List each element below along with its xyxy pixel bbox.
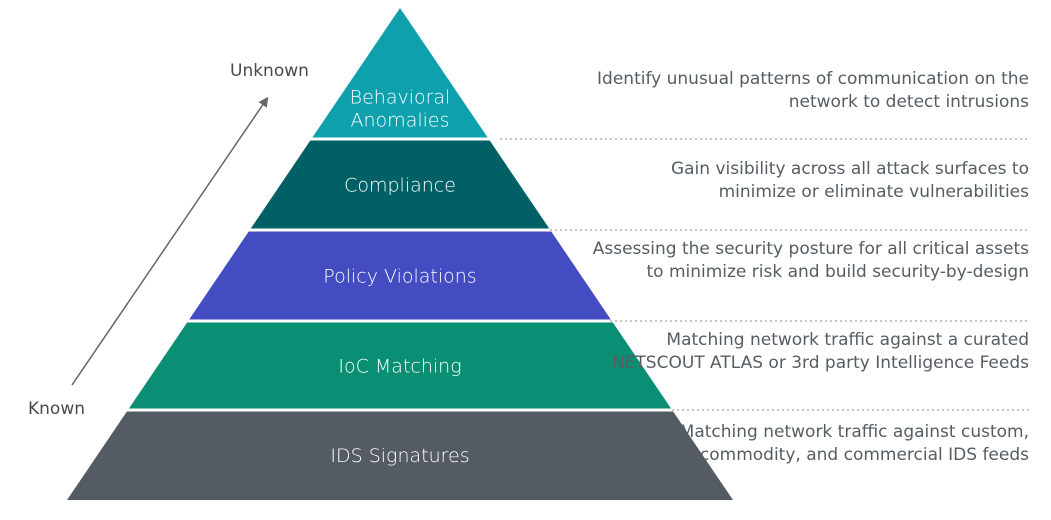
known-unknown-arrow	[71, 96, 269, 386]
tier-policy-violations	[189, 231, 611, 320]
description-ids-signatures: Matching network traffic against custom,…	[679, 422, 1029, 465]
description-ioc-matching: Matching network traffic against a curat…	[611, 330, 1029, 373]
tier-label-ioc-matching: IoC Matching	[338, 356, 461, 378]
description-behavioral-anomalies: Identify unusual patterns of communicati…	[597, 69, 1029, 112]
tier-label-ids-signatures: IDS Signatures	[330, 445, 469, 467]
description-compliance: Gain visibility across all attack surfac…	[670, 159, 1029, 202]
tier-ioc-matching	[128, 322, 672, 409]
tier-label-policy-violations: Policy Violations	[323, 266, 476, 288]
tier-ids-signatures	[67, 411, 733, 500]
tier-label-behavioral-anomalies: Behavioral	[350, 87, 451, 109]
tier-label-behavioral-anomalies: Anomalies	[351, 110, 450, 132]
description-policy-violations: Assessing the security posture for all c…	[592, 239, 1029, 282]
tier-compliance	[250, 140, 550, 229]
tier-label-compliance: Compliance	[344, 175, 456, 197]
known-label: Known	[28, 399, 85, 419]
tier-behavioral-anomalies	[312, 8, 488, 138]
unknown-label: Unknown	[230, 61, 309, 81]
